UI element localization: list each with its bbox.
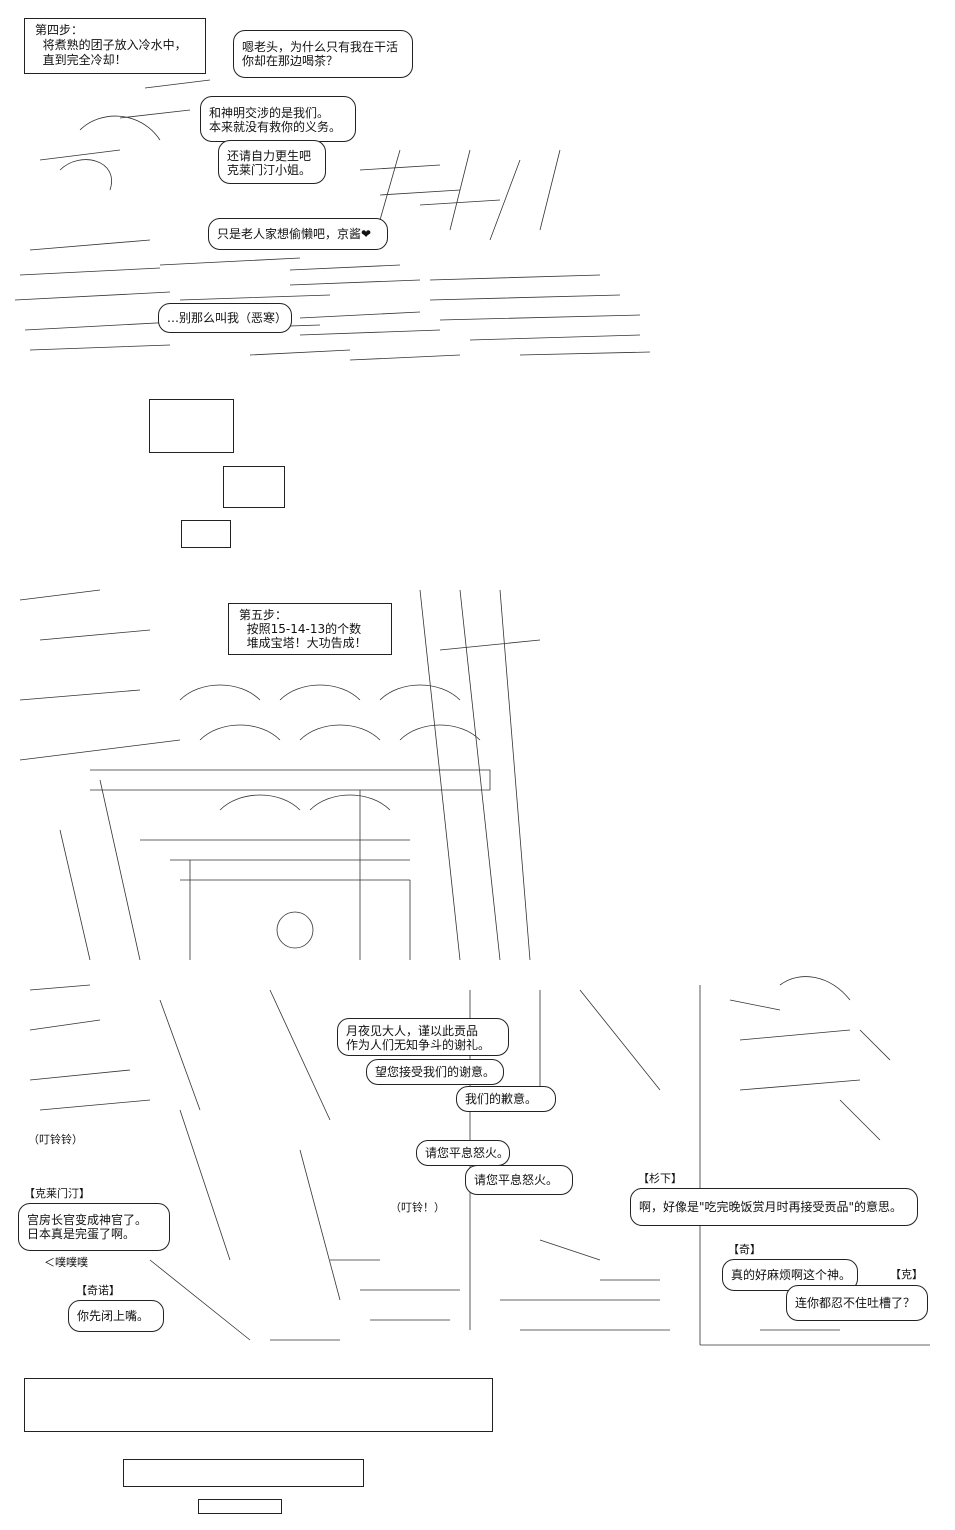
name-kinuo: 【奇诺】: [76, 1284, 120, 1297]
speech-bubble-moon: 月夜见大人，谨以此贡品 作为人们无知争斗的谢礼。: [337, 1018, 509, 1056]
speech-bubble-apology: 我们的歉意。: [456, 1086, 556, 1112]
speech-bubble-selfhelp: 还请自力更生吧 克莱门汀小姐。: [218, 140, 326, 184]
step-four-note: 第四步： 将煮熟的团子放入冷水中， 直到完全冷却！: [24, 18, 206, 74]
empty-box: [181, 520, 231, 548]
speech-bubble-dont-call: …别那么叫我（恶寒）: [158, 303, 292, 333]
empty-box: [149, 399, 234, 453]
sfx-ring-2: （叮铃！）: [390, 1201, 445, 1214]
speech-bubble-shutup: 你先闭上嘴。: [68, 1300, 164, 1332]
speech-bubble-old-man: 嗯老头，为什么只有我在干活 你却在那边喝茶？: [233, 30, 413, 78]
sfx-ring-1: （叮铃铃）: [28, 1133, 83, 1146]
speech-bubble-calm-2: 请您平息怒火。: [465, 1165, 573, 1195]
empty-box: [123, 1459, 364, 1487]
name-ki: 【奇】: [728, 1243, 761, 1256]
empty-box: [223, 466, 285, 508]
speech-bubble-lazy: 只是老人家想偷懒吧，京酱❤: [208, 218, 388, 250]
sfx-laugh: ＜噗噗噗: [44, 1256, 88, 1269]
empty-box: [24, 1378, 493, 1432]
speech-bubble-sugishita: 啊，好像是"吃完晚饭赏月时再接受贡品"的意思。: [630, 1188, 918, 1226]
speech-bubble-calm-1: 请您平息怒火。: [416, 1140, 510, 1166]
speech-bubble-clementine: 宫房长官变成神官了。 日本真是完蛋了啊。: [18, 1203, 170, 1251]
step-five-note: 第五步： 按照15-14-13的个数 堆成宝塔！大功告成！: [228, 603, 392, 655]
name-ku: 【克】: [890, 1268, 923, 1281]
speech-bubble-negotiate: 和神明交涉的是我们。 本来就没有救你的义务。: [200, 96, 356, 142]
speech-bubble-accept: 望您接受我们的谢意。: [366, 1059, 504, 1085]
speech-bubble-ku: 连你都忍不住吐槽了？: [786, 1285, 928, 1321]
name-clementine: 【克莱门汀】: [24, 1187, 90, 1200]
name-sugishita: 【杉下】: [638, 1172, 682, 1185]
empty-box: [198, 1499, 282, 1514]
